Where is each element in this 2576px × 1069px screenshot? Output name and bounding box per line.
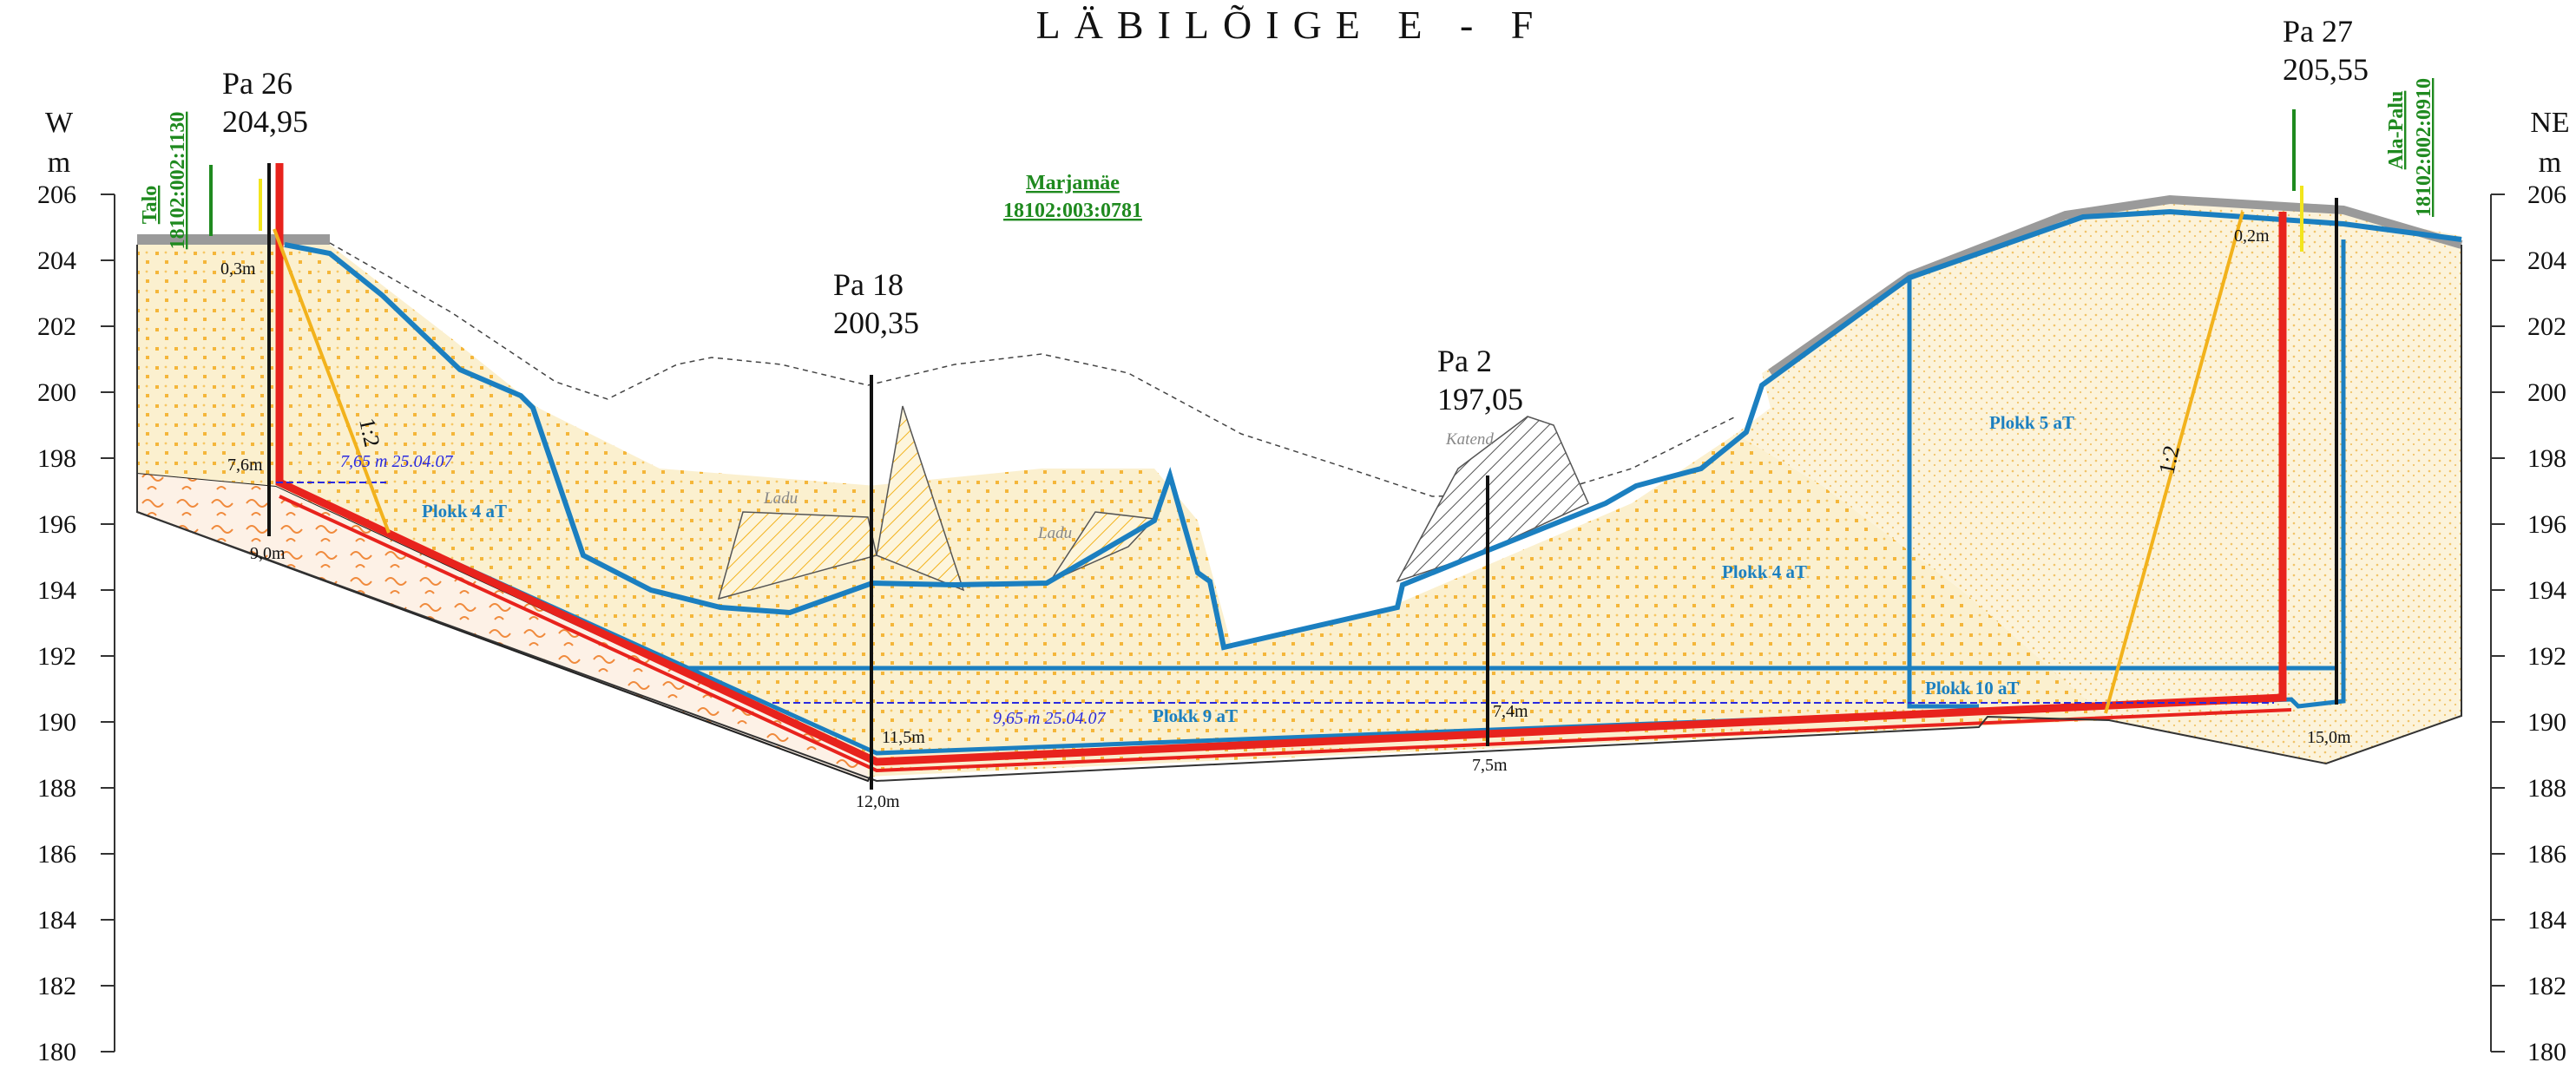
- slope-line-left: [273, 228, 391, 534]
- depth-label-7: 0,2m: [2234, 226, 2270, 246]
- well-pa26-elevation: 204,95: [222, 104, 308, 139]
- stockpile-label-1: Ladu: [763, 489, 798, 508]
- left-tick-label: 184: [37, 906, 76, 935]
- left-tick-label: 196: [37, 510, 76, 539]
- left-tick-label: 186: [37, 840, 76, 869]
- slope-label-left: 1:2: [354, 416, 384, 449]
- block-label-0: Plokk 4 aT: [422, 501, 507, 521]
- well-pa27-name: Pa 27: [2283, 14, 2353, 49]
- well-pa18-elevation: 200,35: [833, 305, 919, 340]
- section-title: LÄBILÕIGE E - F: [1036, 3, 1548, 47]
- pipeline-lower: [279, 495, 2292, 773]
- depth-label-6: 7,5m: [1472, 756, 1508, 775]
- left-tick-label: 202: [37, 312, 76, 341]
- right-tick-label: 202: [2527, 312, 2566, 341]
- parcel-code-right: 18102:002:0910: [2413, 78, 2435, 217]
- well-pa26-name: Pa 26: [222, 66, 292, 101]
- left-tick-label: 192: [37, 642, 76, 671]
- left-direction-label: W: [45, 107, 74, 139]
- well-pa18-name: Pa 18: [833, 267, 904, 302]
- left-elevation-axis: 206 204 202 200 198 196 194 192 190 188 186 184 182 1…: [37, 107, 115, 1066]
- block-label-4: Plokk 5 aT: [1989, 412, 2074, 433]
- well-pa27-elevation: 205,55: [2283, 52, 2369, 87]
- parcel-name-right: Ala-Palu: [2385, 91, 2408, 170]
- left-unit-label: m: [48, 147, 70, 179]
- left-sand-deposit: [137, 245, 877, 764]
- right-elevation-axis: 206 204 202 200 198 196 194 192 190 188 186 184 182 1…: [2490, 107, 2570, 1066]
- right-tick-label: 204: [2527, 246, 2566, 275]
- depth-label-3: 11,5m: [882, 728, 925, 747]
- block-label-3: Plokk 10 aT: [1925, 678, 2020, 698]
- left-tick-label: 198: [37, 444, 76, 473]
- depth-label-4: 12,0m: [856, 792, 900, 811]
- well-pa2-name: Pa 2: [1437, 344, 1492, 378]
- left-tick-label: 206: [37, 180, 76, 209]
- stockpile-ladu-2: [876, 405, 965, 592]
- water-level-1-label: 7,65 m 25.04.07: [340, 452, 453, 471]
- right-tick-label: 198: [2527, 444, 2566, 473]
- right-tick-label: 200: [2527, 378, 2566, 407]
- slope-line-right: [2104, 211, 2244, 714]
- stockpile-label-2: Ladu: [1037, 524, 1072, 542]
- stockpile-ladu-1: [717, 511, 877, 600]
- right-tick-label: 192: [2527, 642, 2566, 671]
- pit-wall-right: [1907, 278, 1979, 709]
- right-tick-label: 196: [2527, 510, 2566, 539]
- right-tick-label: 206: [2527, 180, 2566, 209]
- block-label-1: Plokk 9 aT: [1153, 705, 1238, 726]
- depth-label-0: 0,3m: [220, 259, 256, 279]
- parcel-code-middle: 18102:003:0781: [1003, 200, 1142, 222]
- depth-label-1: 7,6m: [227, 456, 263, 475]
- block-label-2: Plokk 4 aT: [1722, 561, 1807, 582]
- right-tick-label: 180: [2527, 1038, 2566, 1066]
- right-tick-label: 186: [2527, 840, 2566, 869]
- left-tick-label: 180: [37, 1038, 76, 1066]
- left-tick-label: 194: [37, 576, 76, 605]
- left-tick-label: 190: [37, 708, 76, 737]
- parcel-name-middle: Marjamäe: [1026, 172, 1120, 194]
- depth-label-2: 9,0m: [250, 544, 286, 563]
- parcel-code-left: 18102:002:1130: [167, 112, 189, 250]
- depth-label-8: 15,0m: [2307, 728, 2351, 747]
- left-tick-label: 200: [37, 378, 76, 407]
- right-tick-label: 188: [2527, 774, 2566, 803]
- well-pa2-elevation: 197,05: [1437, 382, 1523, 416]
- excavation-contour: [284, 208, 2462, 651]
- left-tick-label: 182: [37, 972, 76, 1000]
- pipeline: [275, 163, 2287, 766]
- right-tick-label: 194: [2527, 576, 2566, 605]
- right-tick-label: 184: [2527, 906, 2566, 935]
- stockpile-label-3: Katend: [1445, 430, 1494, 449]
- right-tick-label: 182: [2527, 972, 2566, 1000]
- right-tick-label: 190: [2527, 708, 2566, 737]
- left-tick-label: 188: [37, 774, 76, 803]
- left-tick-label: 204: [37, 246, 76, 275]
- slope-label-right: 1:2: [2154, 443, 2185, 477]
- pit-bottom-contour: [283, 239, 2346, 756]
- right-unit-label: m: [2539, 147, 2561, 179]
- right-direction-label: NE: [2530, 107, 2569, 139]
- parcel-name-left: Talo: [139, 186, 161, 224]
- water-level-2-label: 9,65 m 25.04.07: [993, 709, 1106, 728]
- depth-label-5: 7,4m: [1493, 702, 1528, 721]
- lower-boundary: [136, 245, 2462, 783]
